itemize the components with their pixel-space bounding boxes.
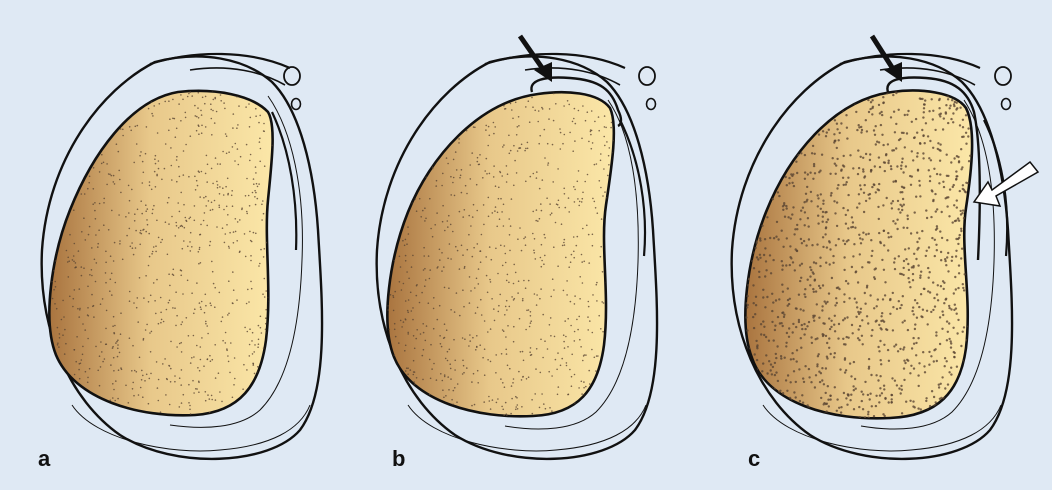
panel-label: b [392, 446, 405, 471]
panel-label: a [38, 446, 51, 471]
panel-label: c [748, 446, 760, 471]
